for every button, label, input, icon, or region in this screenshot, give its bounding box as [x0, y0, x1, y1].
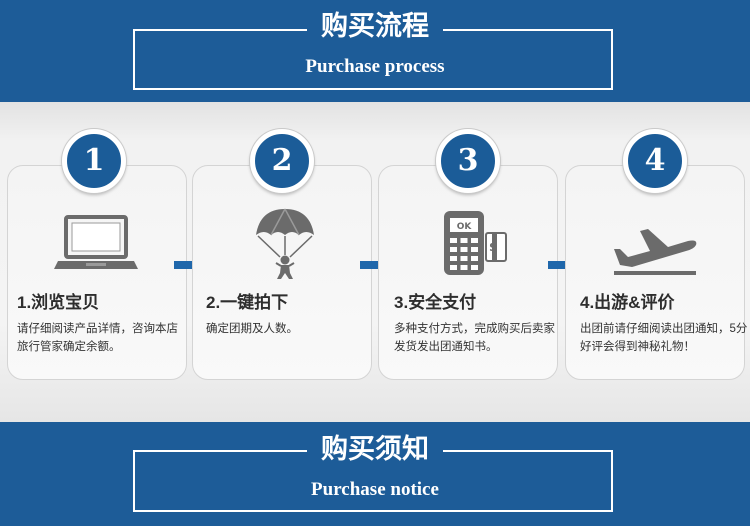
- step-desc-2: 确定团期及人数。: [206, 323, 298, 335]
- purchase-process-banner: 购买流程 Purchase process: [0, 0, 750, 102]
- banner-title-zh: 购买流程: [307, 9, 443, 45]
- parachute-icon: [256, 208, 314, 279]
- step-desc-1: 请仔细阅读产品详情，咨询本店旅行管家确定余额。: [17, 323, 178, 353]
- notice-title-en: Purchase notice: [311, 479, 439, 500]
- step-card-1: [7, 165, 187, 380]
- step-number-badge-1: 1: [62, 129, 126, 193]
- step-title-4: 4.出游&评价: [580, 293, 675, 312]
- step-title-3: 3.安全支付: [394, 293, 477, 312]
- step-title-2: 2.一键拍下: [206, 293, 289, 312]
- purchase-notice-banner: 购买须知 Purchase notice: [0, 422, 750, 526]
- banner-title-en: Purchase process: [305, 56, 445, 77]
- pos-terminal-icon: OK $: [444, 211, 507, 275]
- step-number-badge-3: 3: [436, 129, 500, 193]
- step-title-1: 1.浏览宝贝: [17, 293, 100, 312]
- step-desc-4: 出团前请仔细阅读出团通知，5分好评会得到神秘礼物！: [580, 323, 748, 353]
- step-desc-3: 多种支付方式，完成购买后卖家发货发出团通知书。: [394, 323, 555, 353]
- svg-text:OK: OK: [457, 222, 473, 232]
- step-number-badge-4: 4: [623, 129, 687, 193]
- laptop-icon: [54, 215, 138, 269]
- step-number-badge-2: 2: [250, 129, 314, 193]
- svg-text:$: $: [489, 240, 497, 254]
- airplane-icon: [614, 229, 697, 275]
- notice-title-zh: 购买须知: [307, 432, 443, 468]
